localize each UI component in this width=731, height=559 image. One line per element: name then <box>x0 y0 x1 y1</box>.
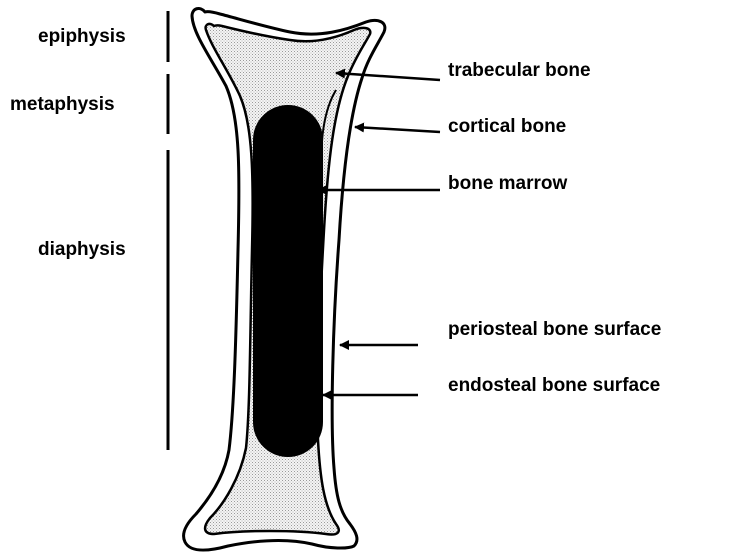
cortical-arrow <box>355 127 440 132</box>
diaphysis-label: diaphysis <box>38 240 126 259</box>
epiphysis-label: epiphysis <box>38 27 126 46</box>
metaphysis-label: metaphysis <box>10 95 115 114</box>
cortical-bone-label: cortical bone <box>448 117 566 136</box>
bone-marrow-cavity <box>253 105 323 457</box>
periosteal-bone-surface-label: periosteal bone surface <box>448 320 661 339</box>
bone-marrow-label: bone marrow <box>448 174 567 193</box>
endosteal-bone-surface-label: endosteal bone surface <box>448 376 660 395</box>
trabecular-bone-label: trabecular bone <box>448 61 591 80</box>
